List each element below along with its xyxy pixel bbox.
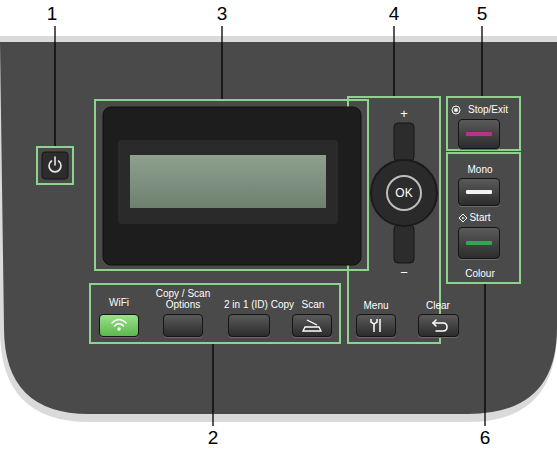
lcd-frame [118, 140, 338, 224]
nav-sign: + [400, 106, 408, 121]
power-icon [49, 157, 61, 172]
menu-icon [371, 319, 380, 332]
panel-button: Scan [292, 286, 334, 340]
panel-button: Clear [415, 296, 461, 340]
nav-ring [371, 160, 437, 226]
button-key [458, 178, 500, 206]
ok-button: OK [386, 175, 422, 211]
callout-number: 2 [208, 427, 219, 449]
button-key [356, 314, 396, 337]
leader-lines [55, 26, 485, 426]
button-label: Mono [446, 160, 514, 175]
up-button [394, 123, 414, 161]
callout-number: 6 [480, 427, 491, 449]
lcd-screen [130, 155, 326, 208]
panel-button: Mono [452, 160, 508, 206]
panel-button: Copy / Scan Options [150, 286, 216, 340]
button-key [228, 314, 270, 337]
button-label: Copy / Scan Options [144, 286, 222, 310]
panel-bezel [0, 36, 557, 422]
button-key [418, 314, 459, 337]
start-icon-arrow [462, 217, 465, 219]
callout-number: 4 [389, 3, 400, 25]
button-key [99, 314, 139, 337]
nav-sign: − [400, 265, 408, 280]
button-key [458, 119, 500, 149]
button-stripe [466, 241, 492, 245]
button-key [163, 314, 203, 337]
power-button [42, 152, 68, 179]
wifi-icon [112, 320, 126, 331]
panel-button: Menu [353, 296, 399, 340]
down-button [394, 225, 414, 263]
panel-button: WiFi [93, 286, 145, 340]
group-outlines [37, 97, 520, 343]
button-key [458, 227, 500, 259]
button-stripe [466, 132, 492, 136]
panel-button: 2 in 1 (ID) Copy [218, 286, 300, 340]
button-stripe [466, 190, 492, 194]
button-label: Stop/Exit [450, 100, 526, 115]
panel-face [0, 42, 557, 414]
clear-icon [433, 320, 447, 331]
button-label: Colour [446, 268, 514, 282]
callout-number: 1 [47, 3, 58, 25]
start-icon [459, 214, 467, 222]
button-label: 2 in 1 (ID) Copy [212, 286, 306, 310]
callout-number: 3 [217, 3, 228, 25]
button-label: Menu [347, 296, 405, 311]
callout-number: 5 [477, 3, 488, 25]
button-label: Clear [409, 296, 467, 311]
scan-icon [303, 320, 321, 331]
lcd-bezel [103, 107, 361, 265]
button-label: Start [446, 208, 514, 223]
panel-button: Stop/Exit [456, 100, 520, 150]
button-label: Scan [286, 286, 340, 310]
button-label: OK [395, 186, 412, 200]
button-key [292, 314, 332, 337]
stop-icon [452, 106, 460, 114]
button-label: WiFi [87, 286, 151, 308]
panel-button: StartColour [452, 208, 508, 284]
